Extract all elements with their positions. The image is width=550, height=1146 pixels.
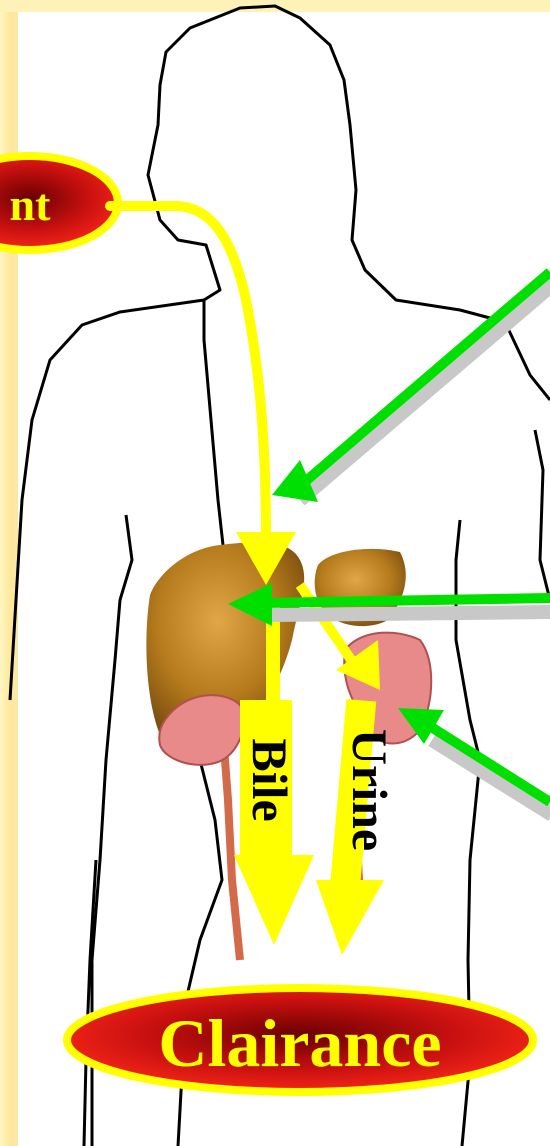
right-inner-arm-outline [535,430,550,600]
input-oval-label: nt [10,179,52,230]
urine-arrowhead [316,880,384,955]
clearance-oval: Clairance [67,988,533,1092]
input-oval: nt [0,156,118,250]
green-arrow-bottom [398,708,550,815]
bile-arrowhead [234,855,314,945]
input-flow-arrow [110,206,266,540]
green-arrow-top [272,272,550,502]
bile-label: Bile [242,738,298,821]
clearance-label: Clairance [158,1005,441,1081]
urine-label: Urine [342,729,398,851]
left-leg-outline [84,860,96,1146]
